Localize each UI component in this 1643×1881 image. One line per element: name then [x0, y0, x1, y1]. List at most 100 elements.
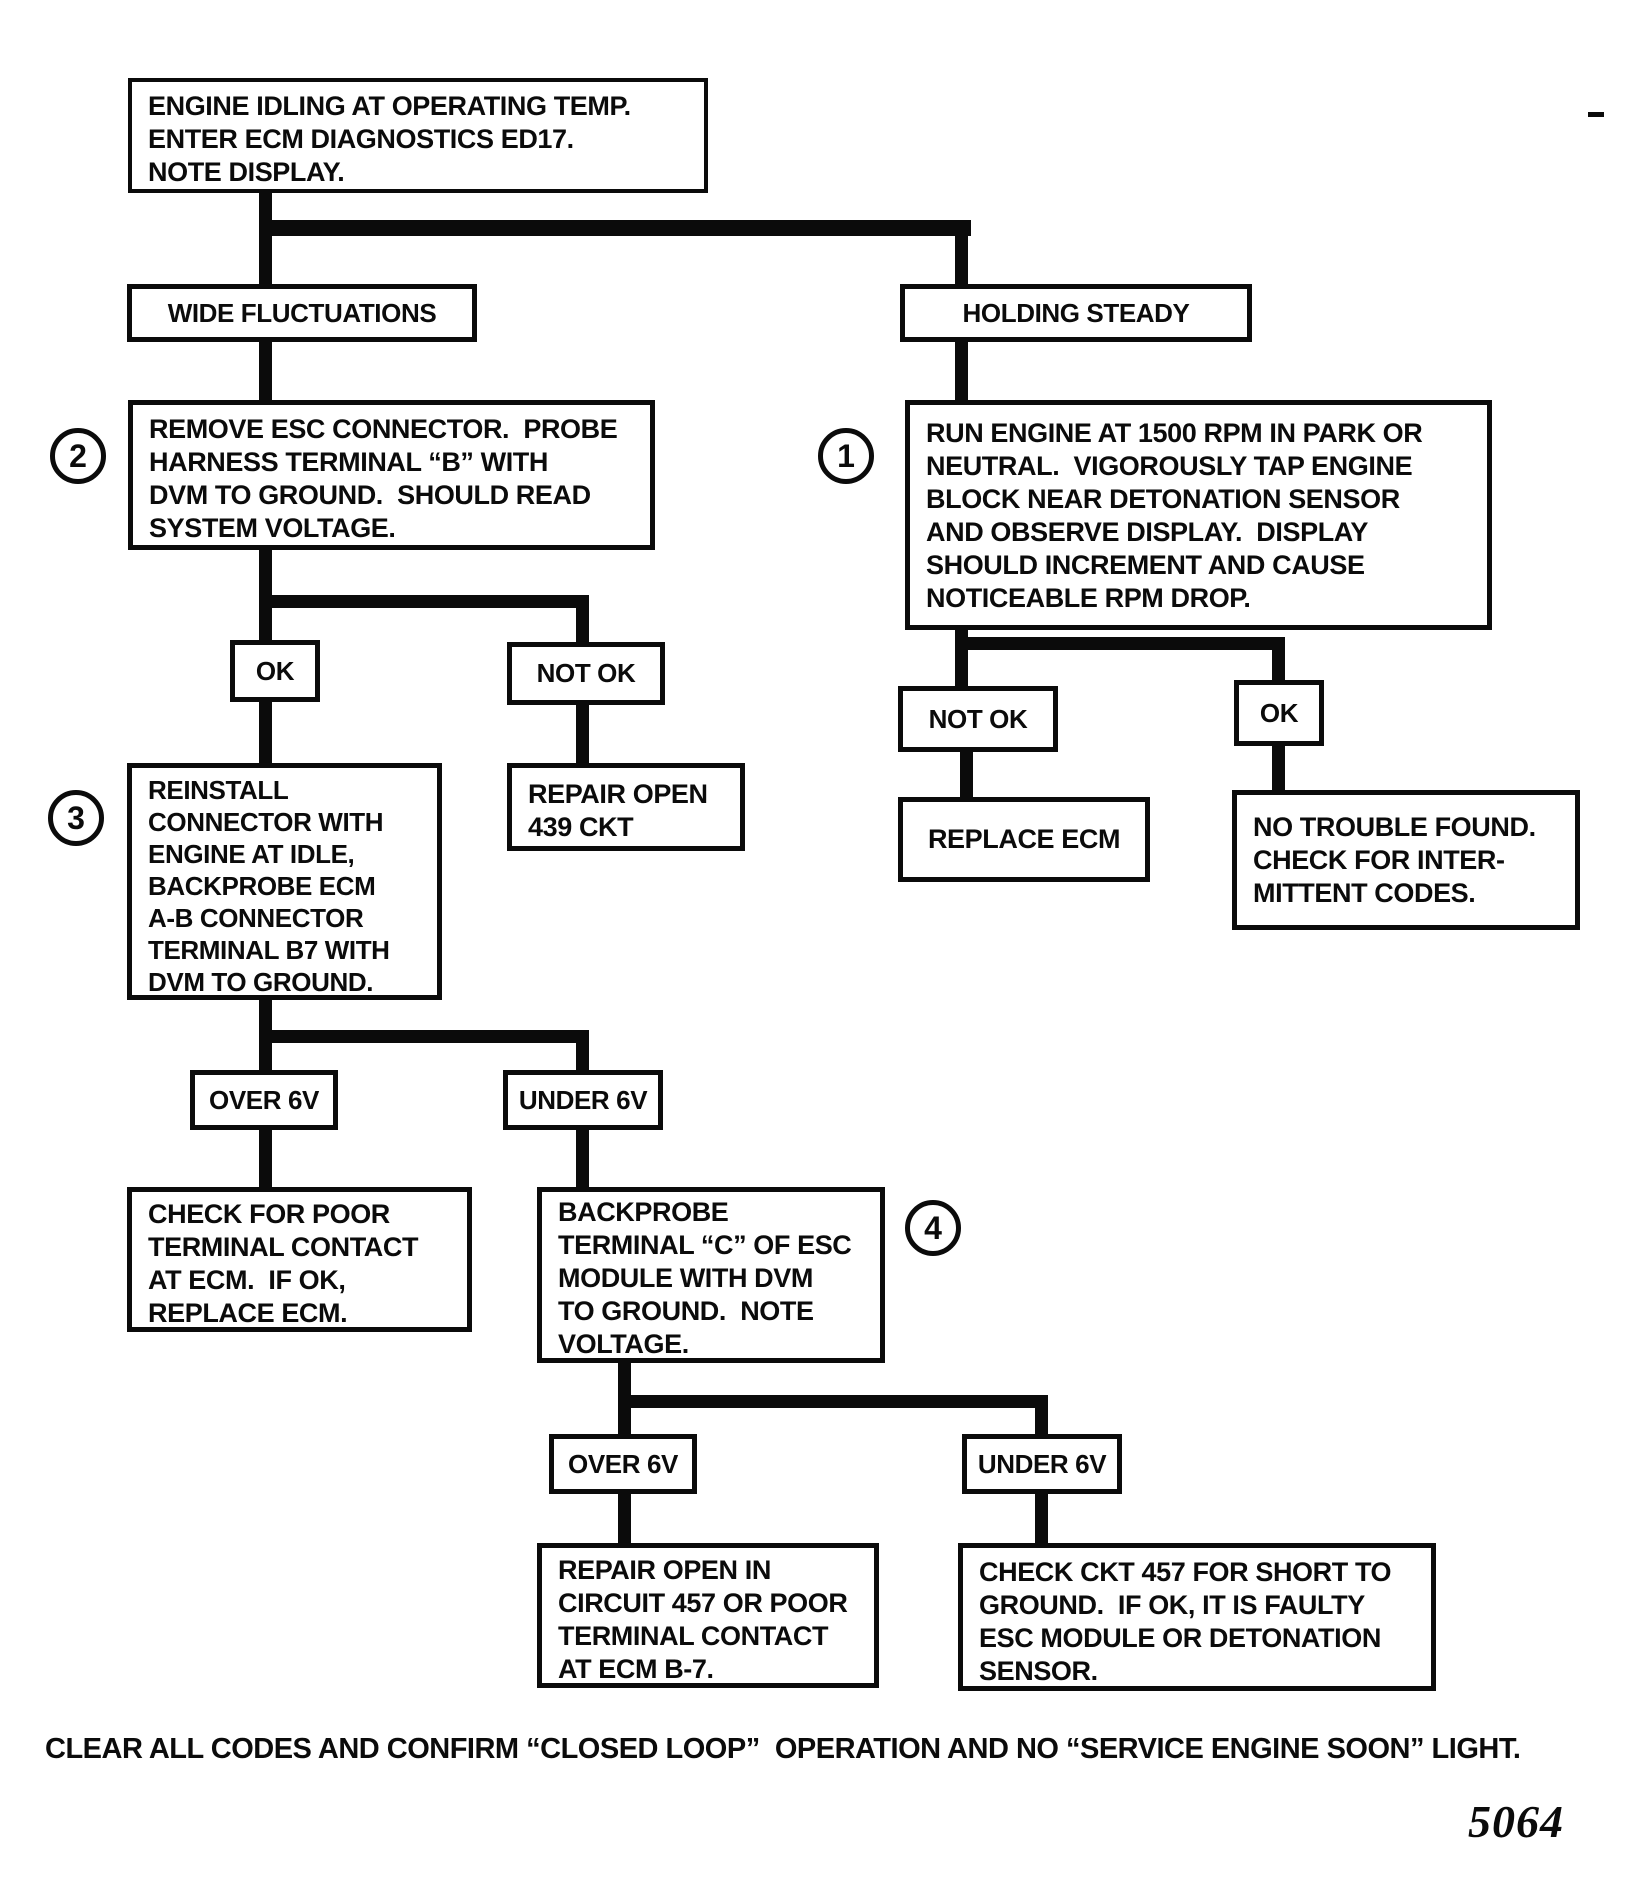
flow-box-check-457: CHECK CKT 457 FOR SHORT TO GROUND. IF OK… [958, 1543, 1436, 1691]
flow-box-repair-457: REPAIR OPEN IN CIRCUIT 457 OR POOR TERMI… [537, 1543, 879, 1688]
text-line: HARNESS TERMINAL “B” WITH [149, 447, 548, 477]
flow-box-step2: REMOVE ESC CONNECTOR. PROBE HARNESS TERM… [128, 400, 655, 550]
figure-number: 5064 [1468, 1796, 1564, 1847]
decision-box-under6v-2: UNDER 6V [962, 1434, 1122, 1494]
text-line: ENGINE AT IDLE, [148, 839, 355, 869]
connector-to-not-ok-left [576, 608, 589, 642]
text-line: 439 CKT [528, 812, 634, 842]
connector-to-wide-fluctuations [259, 236, 272, 284]
text-line: NEUTRAL. VIGOROUSLY TAP ENGINE [926, 451, 1413, 481]
text-line: CHECK FOR INTER- [1253, 845, 1505, 875]
text-line: DVM TO GROUND. [148, 967, 374, 997]
text-line: REINSTALL [148, 775, 289, 805]
text-line: A-B CONNECTOR [148, 903, 364, 933]
decision-box-over6v-1: OVER 6V [190, 1070, 338, 1130]
text-line: MITTENT CODES. [1253, 878, 1476, 908]
step-circle-1: 1 [818, 428, 874, 484]
text-line: TERMINAL CONTACT [558, 1621, 829, 1651]
connector-over6v2-to-repair457 [618, 1494, 631, 1543]
step-number: 1 [837, 437, 855, 474]
text-line: CHECK CKT 457 FOR SHORT TO [979, 1557, 1392, 1587]
connector-to-over6v-2 [618, 1408, 631, 1434]
decision-box-not-ok-left: NOT OK [507, 642, 665, 705]
text-line: NOTICEABLE RPM DROP. [926, 583, 1251, 613]
text-line: RUN ENGINE AT 1500 RPM IN PARK OR [926, 418, 1423, 448]
flow-box-step3: REINSTALL CONNECTOR WITH ENGINE AT IDLE,… [127, 763, 442, 1000]
decision-label: UNDER 6V [518, 1084, 648, 1115]
text-line: CHECK FOR POOR [148, 1199, 390, 1229]
connector-to-ok-right [1272, 650, 1285, 680]
decision-label: NOT OK [928, 703, 1028, 734]
decision-box-over6v-2: OVER 6V [549, 1434, 697, 1494]
step-number: 3 [67, 799, 85, 836]
text-line: BLOCK NEAR DETONATION SENSOR [926, 484, 1400, 514]
connector-over6v1-to-checkpoor [259, 1130, 272, 1187]
text-line: REPAIR OPEN [528, 779, 708, 809]
connector-to-ok-left [259, 608, 272, 640]
connector-step2-down [259, 550, 272, 597]
decision-box-holding-steady: HOLDING STEADY [900, 284, 1252, 342]
text-line: TERMINAL B7 WITH [148, 935, 390, 965]
text-line: VOLTAGE. [558, 1329, 689, 1359]
connector-start-trunk [259, 192, 272, 223]
connector-to-not-ok-right [955, 650, 968, 686]
text-line: DVM TO GROUND. SHOULD READ [149, 480, 591, 510]
flow-box-no-trouble: NO TROUBLE FOUND. CHECK FOR INTER- MITTE… [1232, 790, 1580, 930]
step-circle-3: 3 [48, 790, 104, 846]
connector-top-split-bar [259, 220, 971, 236]
decision-label: OK [255, 655, 295, 686]
text-line: MODULE WITH DVM [558, 1263, 813, 1293]
text-line: BACKPROBE ECM [148, 871, 376, 901]
text-line: ESC MODULE OR DETONATION [979, 1623, 1381, 1653]
text-line: SHOULD INCREMENT AND CAUSE [926, 550, 1365, 580]
text-line: REPLACE ECM. [148, 1298, 348, 1328]
decision-label: UNDER 6V [977, 1448, 1107, 1479]
connector-ok-to-no-trouble [1272, 746, 1285, 790]
text-line: AND OBSERVE DISPLAY. DISPLAY [926, 517, 1369, 547]
connector-step3-down [259, 1000, 272, 1032]
text-line: AT ECM. IF OK, [148, 1265, 346, 1295]
step-number: 4 [924, 1209, 942, 1246]
connector-to-holding-steady [955, 236, 968, 284]
text-line: AT ECM B-7. [558, 1654, 714, 1684]
text-line: REPAIR OPEN IN [558, 1555, 771, 1585]
text-line: CONNECTOR WITH [148, 807, 384, 837]
connector-to-under6v-2 [1035, 1408, 1048, 1434]
footer-note: CLEAR ALL CODES AND CONFIRM “CLOSED LOOP… [45, 1733, 1521, 1765]
connector-ok-to-step3 [259, 702, 272, 763]
connector-step4-down [618, 1363, 631, 1397]
flow-box-step1: RUN ENGINE AT 1500 RPM IN PARK OR NEUTRA… [905, 400, 1492, 630]
text-line: TERMINAL CONTACT [148, 1232, 419, 1262]
decision-label: WIDE FLUCTUATIONS [167, 297, 437, 328]
text-line: SENSOR. [979, 1656, 1098, 1686]
text-line: ENTER ECM DIAGNOSTICS ED17. [148, 124, 574, 154]
decision-label: HOLDING STEADY [962, 297, 1190, 328]
connector-step4-split-bar [618, 1395, 1048, 1408]
text-line: TO GROUND. NOTE [558, 1296, 814, 1326]
decision-box-under6v-1: UNDER 6V [503, 1070, 663, 1130]
text-line: ENGINE IDLING AT OPERATING TEMP. [148, 91, 631, 121]
flow-box-replace-ecm: REPLACE ECM [898, 797, 1150, 882]
decision-label: NOT OK [536, 658, 636, 688]
text-line: GROUND. IF OK, IT IS FAULTY [979, 1590, 1365, 1620]
decision-box-ok-right: OK [1234, 680, 1324, 746]
connector-under6v2-to-check457 [1035, 1494, 1048, 1543]
step-circle-2: 2 [50, 428, 106, 484]
decision-label: OVER 6V [209, 1084, 319, 1115]
text-line: TERMINAL “C” OF ESC [558, 1230, 852, 1260]
connector-under6v1-to-step4 [576, 1130, 589, 1187]
text-line: NO TROUBLE FOUND. [1253, 812, 1536, 842]
flow-box-repair-439: REPAIR OPEN 439 CKT [507, 763, 745, 851]
step-circle-4: 4 [905, 1200, 961, 1256]
connector-notok-to-replace-ecm [960, 752, 973, 797]
connector-step3-split-bar [259, 1030, 589, 1043]
decision-box-not-ok-right: NOT OK [898, 686, 1058, 752]
connector-wide-to-step2 [259, 342, 272, 400]
connector-to-over6v-1 [259, 1043, 272, 1070]
text-line: CIRCUIT 457 OR POOR [558, 1588, 848, 1618]
step-number: 2 [69, 437, 87, 474]
flow-box-start: ENGINE IDLING AT OPERATING TEMP. ENTER E… [128, 78, 708, 193]
flow-box-check-poor-contact: CHECK FOR POOR TERMINAL CONTACT AT ECM. … [127, 1187, 472, 1332]
connector-step2-split-bar [259, 595, 589, 608]
